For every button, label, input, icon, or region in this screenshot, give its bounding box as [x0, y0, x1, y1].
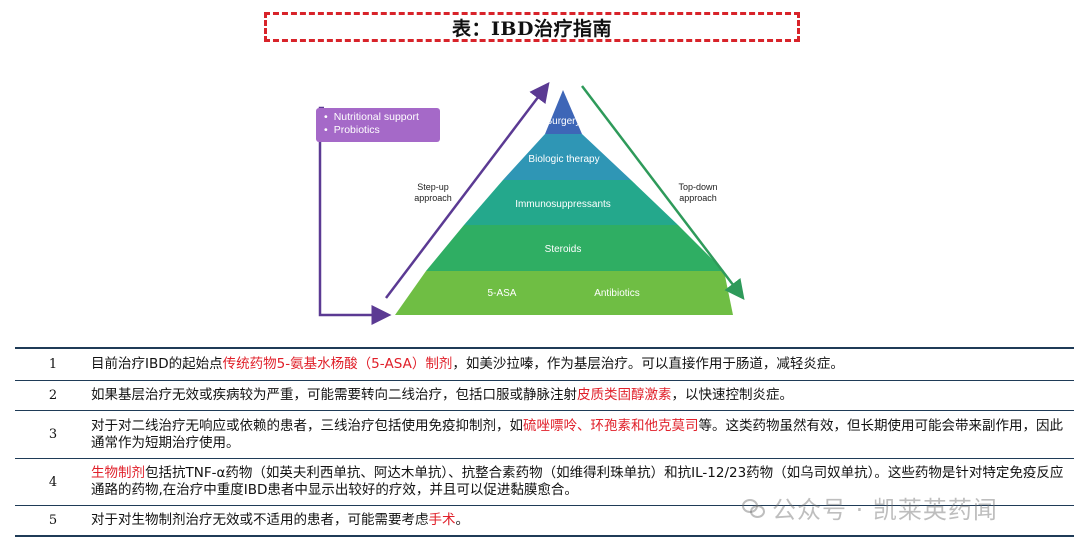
wechat-icon	[742, 498, 765, 518]
highlight-text: 生物制剂	[91, 465, 145, 481]
ibd-treatment-pyramid: Surgery Biologic therapy Immunosuppressa…	[300, 72, 760, 332]
row-text: 目前治疗IBD的起始点传统药物5-氨基水杨酸（5-ASA）制剂，如美沙拉嗪，作为…	[91, 356, 844, 372]
watermark-text: 公众号 · 凯莱英药闻	[772, 496, 998, 524]
treatment-table: 1 目前治疗IBD的起始点传统药物5-氨基水杨酸（5-ASA）制剂，如美沙拉嗪，…	[15, 347, 1074, 537]
tier-label-surgery: Surgery	[545, 116, 580, 127]
pyramid-tier-immuno	[464, 180, 678, 225]
tier-label-steroids: Steroids	[545, 244, 582, 255]
row-number: 4	[48, 474, 58, 490]
highlight-text: 手术	[428, 512, 456, 528]
top-down-label: Top-down approach	[678, 182, 718, 203]
row-text: 对于对生物制剂治疗无效或不适用的患者，可能需要考虑手术。	[91, 512, 469, 528]
pyramid-svg: Surgery Biologic therapy Immunosuppressa…	[318, 82, 745, 325]
pyramid-tier-base	[395, 271, 733, 315]
step-up-arrow	[385, 82, 550, 299]
pyramid-tier-biologic	[503, 134, 631, 180]
top-down-arrow	[581, 85, 745, 300]
row-text: 如果基层治疗无效或疾病较为严重，可能需要转向二线治疗，包括口服或静脉注射皮质类固…	[91, 387, 793, 403]
table-row: 2 如果基层治疗无效或疾病较为严重，可能需要转向二线治疗，包括口服或静脉注射皮质…	[15, 380, 1074, 410]
page-title: 表：IBD治疗指南	[452, 17, 612, 40]
table-row: 5 对于对生物制剂治疗无效或不适用的患者，可能需要考虑手术。	[15, 505, 1074, 535]
support-item-nutritional: Nutritional support	[324, 111, 440, 124]
row-number: 1	[48, 357, 58, 372]
highlight-text: 硫唑嘌呤、环孢素和他克莫司	[523, 417, 699, 434]
row-text: 生物制剂包括抗TNF-α药物（如英夫利西单抗、阿达木单抗）、抗整合素药物（如维得…	[91, 465, 1064, 498]
support-item-probiotics: Probiotics	[324, 124, 440, 137]
pyramid-tier-steroids	[426, 225, 724, 271]
row-number: 5	[48, 513, 58, 528]
row-text: 对于对二线治疗无响应或依赖的患者，三线治疗包括使用免疫抑制剂，如硫唑嘌呤、环孢素…	[91, 417, 1063, 451]
tier-label-5asa: 5-ASA	[488, 288, 517, 299]
pyramid-tier-surgery	[545, 90, 582, 134]
highlight-text: 皮质类固醇激素	[577, 387, 672, 403]
table-row: 3 对于对二线治疗无响应或依赖的患者，三线治疗包括使用免疫抑制剂，如硫唑嘌呤、环…	[15, 410, 1074, 458]
highlight-text: 传统药物5-氨基水杨酸（5-ASA）制剂	[222, 356, 453, 372]
row-number: 2	[48, 388, 58, 403]
support-box: Nutritional support Probiotics	[316, 108, 440, 142]
row-number: 3	[48, 427, 58, 442]
tier-label-immuno: Immunosuppressants	[515, 199, 611, 210]
title-box: 表：IBD治疗指南	[264, 12, 800, 42]
tier-label-antibiotics: Antibiotics	[594, 288, 640, 299]
watermark: 公众号 · 凯莱英药闻	[742, 490, 998, 525]
table-row: 4 生物制剂包括抗TNF-α药物（如英夫利西单抗、阿达木单抗）、抗整合素药物（如…	[15, 458, 1074, 505]
step-up-label: Step-up approach	[414, 182, 452, 203]
tier-label-biologic: Biologic therapy	[528, 154, 599, 165]
table-row: 1 目前治疗IBD的起始点传统药物5-氨基水杨酸（5-ASA）制剂，如美沙拉嗪，…	[15, 349, 1074, 380]
